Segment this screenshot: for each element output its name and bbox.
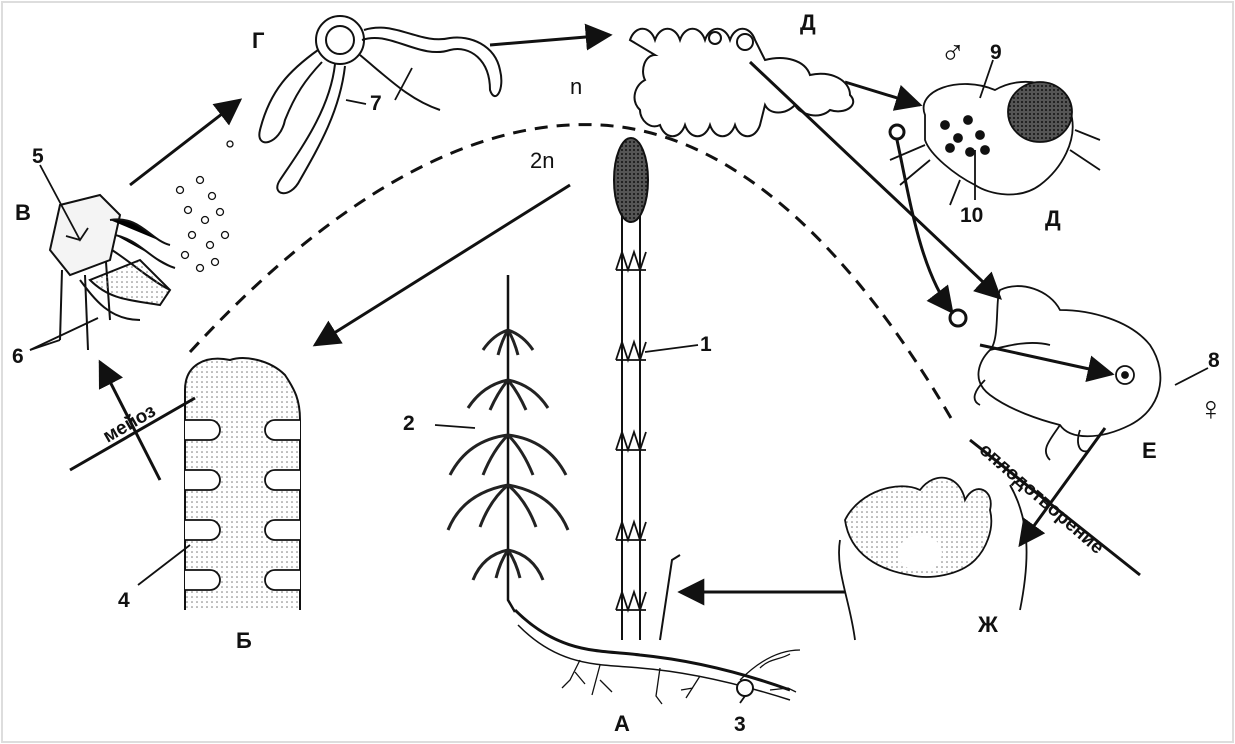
part-number-9: 9	[990, 42, 1002, 63]
part-number-6: 6	[12, 346, 24, 367]
tuber	[737, 680, 753, 696]
rhizome	[515, 610, 790, 690]
stage-label-b: Б	[236, 630, 252, 652]
fertile-stem	[622, 210, 640, 640]
female-symbol-icon: ♀	[1198, 392, 1224, 426]
part-number-8: 8	[1208, 350, 1220, 371]
gametophyte-thallus	[630, 29, 853, 137]
part-number-2: 2	[403, 413, 415, 434]
stage-label-d-right: Д	[1045, 208, 1061, 230]
sporophyte-plant	[448, 138, 800, 704]
stem-sheaths	[616, 252, 646, 610]
part-number-5: 5	[32, 146, 44, 167]
stage-label-a: А	[614, 713, 630, 735]
archegonium	[950, 286, 1160, 460]
sporangiophore	[50, 141, 233, 350]
embryo-in-archegonium	[839, 478, 1027, 640]
spores	[177, 141, 234, 272]
diploid-label: 2n	[530, 150, 554, 172]
sporangium-section	[185, 358, 300, 610]
stage-label-e: Е	[1142, 440, 1157, 462]
stage-label-v: В	[15, 202, 31, 224]
side-shoot	[660, 555, 680, 640]
haploid-label: n	[570, 76, 582, 98]
stage-label-d-top: Д	[800, 12, 816, 34]
part-number-7: 7	[370, 93, 382, 114]
part-number-3: 3	[734, 714, 746, 735]
antheridium	[890, 82, 1100, 205]
sperm-cell	[890, 125, 904, 139]
part-number-4: 4	[118, 590, 130, 611]
male-symbol-icon: ♂	[940, 36, 966, 70]
stage-label-zh: Ж	[978, 614, 998, 636]
part-number-1: 1	[700, 334, 712, 355]
strobilus	[614, 138, 648, 222]
stage-label-g: Г	[252, 30, 264, 52]
rhizome-roots	[562, 650, 800, 704]
sperm-approaching	[950, 310, 966, 326]
part-number-10: 10	[960, 205, 983, 226]
